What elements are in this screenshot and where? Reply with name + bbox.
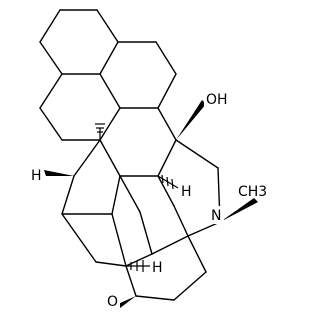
nitrogen-label: N (211, 208, 221, 224)
methyl-label: CH3 (238, 184, 267, 200)
ring-b-bonds (39, 73, 121, 141)
stereo-h-label-b: H (181, 184, 192, 200)
oxygen-label: O (107, 294, 118, 310)
stereo-h-label-c: H (152, 260, 163, 276)
hydroxyl-label: OH (206, 92, 228, 108)
stereo-h-label-a: H (31, 168, 42, 184)
ring-c-bonds (99, 41, 177, 177)
ring-a-bonds (39, 9, 119, 75)
stereo-bonds (44, 100, 258, 308)
atom-labels: OH N O H H H CH3 (31, 90, 267, 310)
cage-bonds (61, 139, 221, 301)
molecule-structure-diagram: OH N O H H H CH3 (31, 9, 267, 310)
